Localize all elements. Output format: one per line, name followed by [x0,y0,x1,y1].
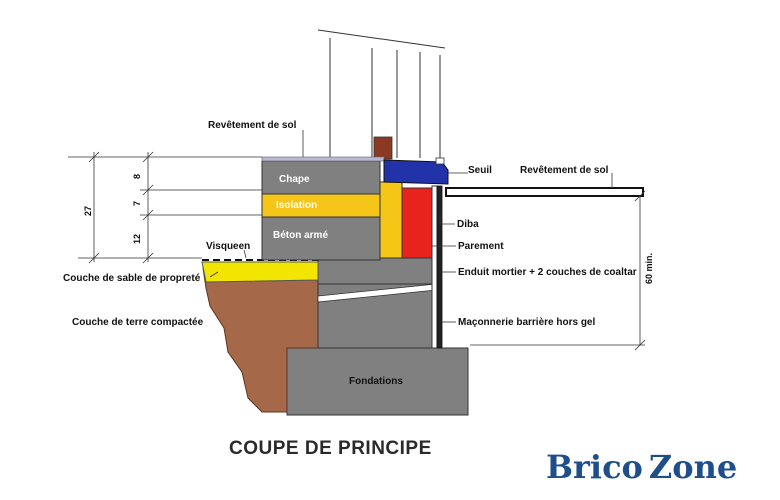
label-enduit: Enduit mortier + 2 couches de coaltar [458,267,637,278]
dim-chape: 8 [132,174,142,179]
foundation-block [286,347,469,416]
floor-covering-top [261,156,385,162]
wall-frame-lines [317,29,446,158]
edge-insulation [379,181,403,259]
wall-brick [373,136,393,160]
dimension-lines-left [68,151,262,264]
logo-part-1: Brico [546,448,643,486]
label-revetement-right: Revêtement de sol [520,165,609,176]
label-diba: Diba [457,219,479,230]
leader-lines [209,130,613,323]
threshold-edge [435,157,445,165]
label-terre: Couche de terre compactée [72,317,204,328]
coaltar-strip [436,185,443,349]
threshold-seuil [383,159,449,185]
sand-layer [201,261,319,283]
diba-block [401,187,433,259]
label-chape: Chape [279,174,310,185]
label-visqueen: Visqueen [206,241,250,252]
logo-part-2: Zone [649,448,737,486]
dim-isolation: 7 [132,201,142,206]
diagram-caption: COUPE DE PRINCIPE [229,438,432,459]
label-seuil: Seuil [468,165,492,176]
exterior-floor-covering [445,187,644,197]
parement-strip [431,185,438,349]
dim-beton: 12 [132,234,142,244]
label-fondations: Fondations [349,376,403,387]
dim-height-min: 60 min. [644,253,654,284]
screed-layer [261,160,381,195]
reinforced-concrete-layer [261,216,381,261]
label-revetement-top: Revêtement de sol [208,120,297,131]
label-beton: Béton armé [273,230,328,241]
label-isolation: Isolation [276,200,317,211]
label-maconnerie: Maçonnerie barrière hors gel [458,317,595,328]
label-parement: Parement [458,241,504,252]
label-sable: Couche de sable de propreté [63,273,201,284]
dimension-lines-right [470,190,646,351]
dim-total: 27 [83,206,93,216]
